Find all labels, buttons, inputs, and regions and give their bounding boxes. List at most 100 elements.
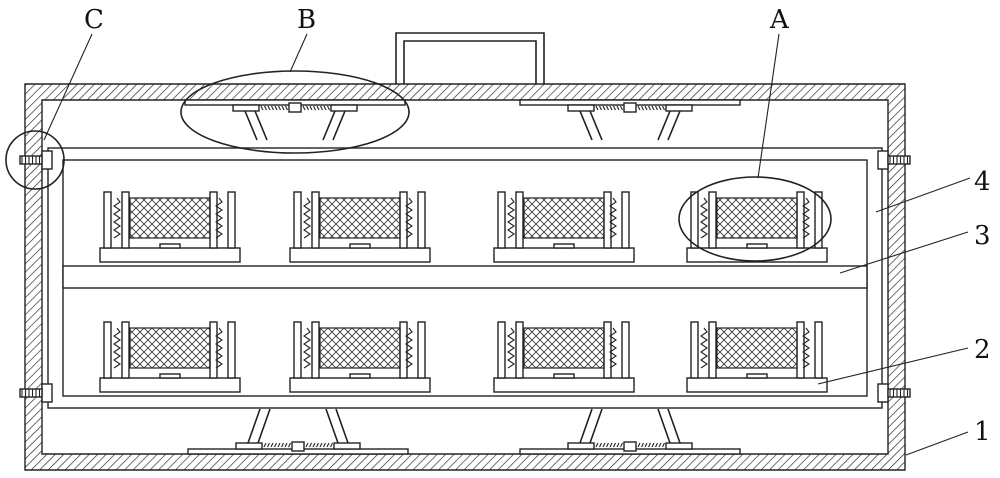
spring (700, 327, 708, 369)
scissor-supports (184, 99, 741, 455)
support-slider (333, 442, 361, 450)
detail-circle-b (180, 70, 410, 154)
bolt-shaft (19, 155, 43, 165)
holder-mesh (716, 327, 798, 369)
holder-base (99, 247, 241, 263)
spring (609, 327, 617, 369)
holder-units (99, 191, 828, 393)
holder-post (121, 321, 130, 379)
holder-post (103, 191, 112, 249)
side-bolts (19, 150, 911, 403)
label-a: A (769, 5, 790, 35)
side-bolt (877, 150, 911, 170)
scissor-support (184, 99, 406, 141)
label-2: 2 (974, 335, 991, 365)
holder-mesh (523, 327, 605, 369)
holder-post (311, 191, 320, 249)
holder-base (493, 247, 635, 263)
holder-post (497, 191, 506, 249)
support-arm (657, 408, 681, 444)
holder-post (708, 321, 717, 379)
detail-circle-a (678, 176, 832, 262)
support-center (288, 102, 302, 113)
bolt-nut (877, 383, 889, 403)
spring (802, 327, 810, 369)
spring (700, 197, 708, 239)
bolt-thread (889, 389, 909, 397)
holder-base (289, 247, 431, 263)
holder-clip (349, 243, 371, 249)
holder-post (690, 191, 699, 249)
spring (303, 327, 311, 369)
holder-post (209, 191, 218, 249)
bolt-thread (21, 156, 41, 164)
holder-unit (493, 191, 635, 263)
holder-post (621, 321, 630, 379)
support-center (291, 441, 305, 452)
bolt-thread (21, 389, 41, 397)
label-4: 4 (974, 167, 991, 197)
support-center (623, 102, 637, 113)
support-arm (579, 408, 603, 444)
holder-post (121, 191, 130, 249)
middle-shelf (62, 265, 868, 289)
holder-unit (99, 191, 241, 263)
holder-base (289, 377, 431, 393)
support-spring (263, 442, 333, 448)
spring (113, 327, 121, 369)
side-bolt (19, 383, 53, 403)
holder-post (417, 321, 426, 379)
spring (507, 327, 515, 369)
holder-base (686, 377, 828, 393)
holder-post (103, 321, 112, 379)
label-1: 1 (974, 417, 991, 447)
support-slider (567, 104, 595, 112)
holder-clip (746, 243, 768, 249)
holder-clip (553, 243, 575, 249)
support-slider (665, 104, 693, 112)
support-slider (235, 442, 263, 450)
support-slider (567, 442, 595, 450)
spring (507, 197, 515, 239)
scissor-support (519, 408, 741, 455)
holder-clip (746, 373, 768, 379)
support-spring (595, 442, 665, 448)
support-center (623, 441, 637, 452)
leader-lines (43, 33, 971, 456)
holder-post (603, 191, 612, 249)
label-3: 3 (974, 221, 991, 251)
label-b: B (297, 5, 316, 35)
support-spring (260, 105, 330, 111)
support-spring (595, 105, 665, 111)
holder-post (603, 321, 612, 379)
holder-mesh (319, 327, 401, 369)
holder-post (399, 191, 408, 249)
support-arm (244, 110, 268, 141)
holder-post (796, 191, 805, 249)
holder-post (417, 191, 426, 249)
holder-post (311, 321, 320, 379)
holder-clip (159, 243, 181, 249)
detail-circle-c (5, 130, 65, 190)
support-slider (330, 104, 358, 112)
holder-unit (99, 321, 241, 393)
holder-unit (686, 191, 828, 263)
holder-post (814, 321, 823, 379)
holder-post (399, 321, 408, 379)
holder-post (227, 321, 236, 379)
holder-post (293, 191, 302, 249)
holder-post (209, 321, 218, 379)
bolt-nut (41, 383, 53, 403)
support-arm (322, 110, 346, 141)
holder-post (497, 321, 506, 379)
side-bolt (877, 383, 911, 403)
support-arm (579, 110, 603, 141)
spring (303, 197, 311, 239)
spring (215, 327, 223, 369)
scissor-support (187, 408, 409, 455)
carry-handle (395, 32, 545, 84)
scissor-support (519, 99, 741, 141)
holder-post (708, 191, 717, 249)
spring (113, 197, 121, 239)
